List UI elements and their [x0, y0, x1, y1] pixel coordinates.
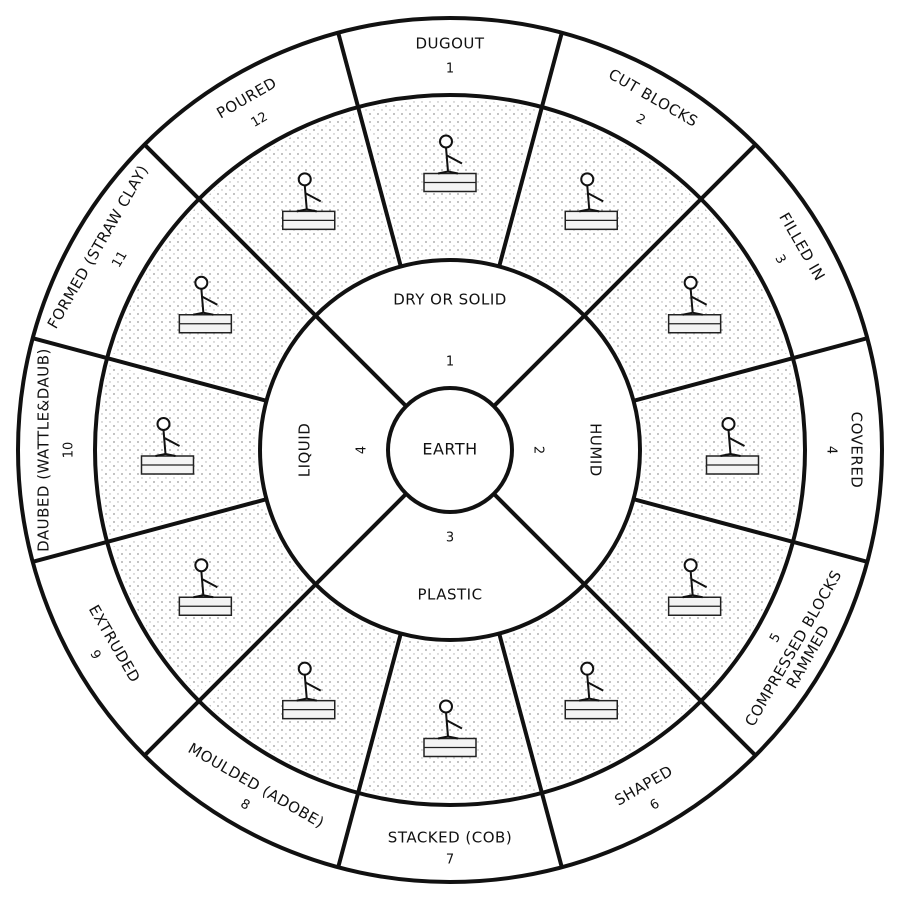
technique-label-7: STACKED (COB): [388, 829, 512, 847]
state-divider: [492, 314, 586, 408]
technique-divider: [582, 582, 757, 757]
center-label: EARTH: [422, 440, 477, 459]
technique-divider: [143, 143, 318, 318]
technique-number: 6: [648, 797, 663, 814]
state-label-dry: DRY OR SOLID: [393, 291, 507, 309]
ring-layer: [16, 16, 884, 884]
label-ring: [93, 93, 807, 807]
illustration-panel-3: [589, 206, 788, 397]
state-divider: [314, 492, 408, 586]
state-number: 2: [531, 446, 546, 454]
illustration-panel-8: [206, 589, 397, 788]
state-number: 4: [355, 446, 370, 454]
state-divider: [314, 314, 408, 408]
worker-figure-icon: [705, 417, 760, 475]
worker-figure-icon: [423, 134, 477, 193]
technique-number: 2: [633, 111, 648, 128]
state-ring: [258, 258, 642, 642]
technique-label-3: FILLED IN: [775, 209, 828, 284]
technique-label-2: CUT BLOCKS: [605, 65, 701, 131]
technique-label-6: SHAPED: [611, 762, 676, 810]
technique-label-10: DAUBED (WATTLE&DAUB): [35, 348, 53, 552]
illustration-panel-4: [638, 365, 802, 535]
technique-number: 5: [767, 631, 784, 646]
technique-number: 8: [238, 797, 253, 814]
technique-divider: [582, 143, 757, 318]
state-number: 1: [446, 355, 454, 370]
worker-figure-icon: [140, 417, 195, 475]
state-divider: [492, 492, 586, 586]
technique-divider: [633, 497, 868, 564]
technique-number: 9: [86, 648, 103, 663]
illustration-layer: [99, 99, 802, 802]
worker-figure-icon: [667, 275, 722, 334]
worker-figure-icon: [178, 558, 233, 616]
technique-divider: [32, 336, 267, 403]
technique-divider: [497, 32, 564, 267]
state-label-humid: HUMID: [587, 423, 605, 477]
technique-label-1: DUGOUT: [415, 35, 484, 53]
technique-divider: [497, 633, 564, 868]
technique-number: 10: [62, 442, 77, 459]
technique-divider: [633, 336, 868, 403]
technique-number: 12: [249, 109, 271, 130]
technique-divider: [336, 32, 403, 267]
technique-label-4: COVERED: [848, 412, 866, 489]
worker-figure-icon: [667, 558, 722, 616]
technique-number: 3: [771, 252, 788, 267]
worker-figure-icon: [423, 699, 477, 758]
worker-figure-icon: [282, 172, 336, 231]
technique-divider: [336, 633, 403, 868]
technique-number: 11: [109, 249, 130, 271]
worker-figure-icon: [564, 172, 618, 231]
worker-figure-icon: [282, 661, 336, 720]
core-ring: [386, 386, 514, 514]
technique-number: 4: [824, 446, 839, 454]
state-label-plastic: PLASTIC: [417, 586, 482, 604]
illustration-panel-10: [99, 365, 262, 535]
outer-ring: [16, 16, 884, 884]
technique-number: 1: [446, 62, 454, 77]
worker-figure-icon: [178, 275, 233, 334]
worker-figure-icon: [564, 661, 618, 720]
technique-divider: [32, 497, 267, 564]
state-number: 3: [446, 531, 454, 546]
illustration-panel-7: [365, 638, 535, 802]
technique-number: 7: [446, 853, 454, 868]
technique-divider: [143, 582, 318, 757]
state-label-liquid: LIQUID: [296, 423, 314, 478]
